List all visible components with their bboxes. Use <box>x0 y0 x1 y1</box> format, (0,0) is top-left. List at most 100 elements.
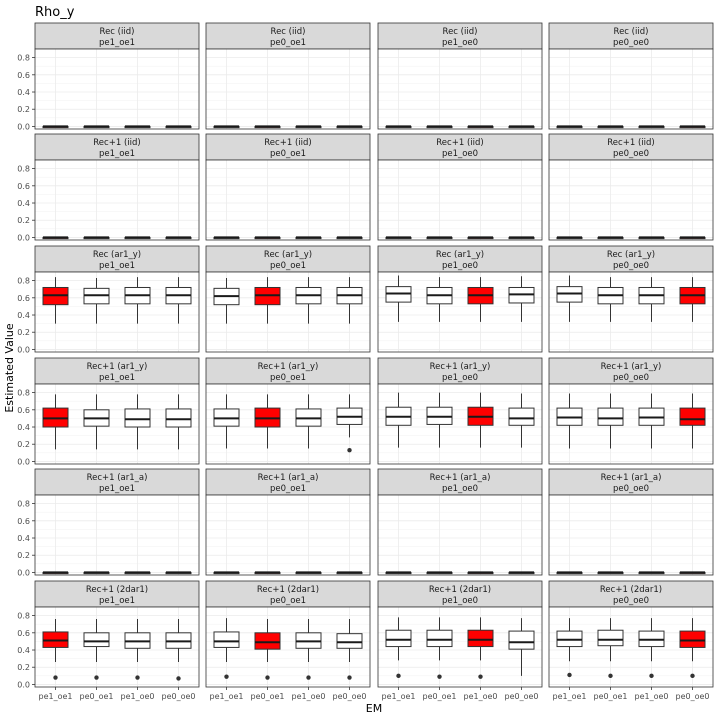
y-tick-label: 0.6 <box>17 71 30 80</box>
facet-strip <box>34 245 200 273</box>
boxplot-box <box>467 236 494 240</box>
boxplot-box <box>508 393 535 448</box>
y-tick-label: 0.0 <box>17 457 30 466</box>
panel-border <box>205 494 371 576</box>
boxplot-box <box>638 125 665 129</box>
boxplot-box <box>165 571 192 575</box>
facet-panel: Rec (iid)pe0_oe1 <box>205 22 371 130</box>
box-iqr <box>254 632 281 650</box>
outlier-point <box>567 672 572 678</box>
outlier-point <box>690 673 695 679</box>
y-tick-label: 0.2 <box>17 440 30 449</box>
y-tick-label: 0.8 <box>17 54 30 63</box>
facet-strip-label: Rec (iid) <box>100 27 135 37</box>
outlier-point <box>347 448 352 453</box>
boxplot-box <box>638 571 665 575</box>
boxplot-box <box>679 393 706 449</box>
facet-strip <box>34 22 200 50</box>
y-tick-label: 0.2 <box>17 551 30 560</box>
boxplot-box <box>426 571 453 575</box>
facet-strip <box>548 468 714 496</box>
facet-strip-label: Rec+1 (2dar1) <box>86 585 148 595</box>
facet-panel: Rec+1 (ar1_y)pe0_oe0 <box>548 357 714 465</box>
box-iqr <box>336 633 363 649</box>
panel-border <box>34 494 200 576</box>
boxplot-box <box>679 618 706 679</box>
panel-border <box>377 48 543 130</box>
panel-border <box>548 606 714 688</box>
box-iqr <box>467 629 494 648</box>
facet-strip-label: pe0_oe1 <box>270 373 306 383</box>
boxplot-box <box>385 275 412 322</box>
y-tick-label: 0.8 <box>17 500 30 509</box>
x-tick-label: pe1_oe0 <box>121 692 155 701</box>
x-tick-label: pe0_oe0 <box>676 692 710 701</box>
boxplot-box <box>597 125 624 129</box>
boxplot-box <box>213 125 240 129</box>
boxplot-box <box>336 236 363 240</box>
y-tick-label: 0.2 <box>17 105 30 114</box>
boxplot-box <box>254 619 281 680</box>
boxplot-box <box>213 571 240 575</box>
facet-strip-label: pe1_oe0 <box>442 484 478 494</box>
boxplot-box <box>83 236 110 240</box>
outlier-point <box>478 674 483 679</box>
y-tick-label: 0.4 <box>17 423 30 432</box>
facet-panel: Rec+1 (ar1_y)pe1_oe0 <box>377 357 543 465</box>
facet-strip-label: pe1_oe0 <box>442 261 478 271</box>
boxplot-box <box>213 236 240 240</box>
facet-strip-label: pe0_oe1 <box>270 261 306 271</box>
facet-strip-label: pe0_oe1 <box>270 149 306 159</box>
boxplot-box <box>385 236 412 240</box>
facet-panel: Rec+1 (ar1_a)pe0_oe1 <box>205 468 371 576</box>
boxplot-box <box>295 236 322 240</box>
y-tick-label: 0.0 <box>17 122 30 131</box>
facet-strip-label: pe0_oe0 <box>613 261 649 271</box>
box-iqr <box>597 407 624 426</box>
facet-strip-label: pe0_oe0 <box>613 38 649 48</box>
facet-panel: Rec+1 (iid)pe0_oe0 <box>548 133 714 241</box>
y-tick-label: 0.0 <box>17 233 30 242</box>
x-tick-label: pe1_oe1 <box>382 692 416 701</box>
boxplot-box <box>556 393 583 449</box>
panel-border <box>548 271 714 353</box>
facet-panel: Rec+1 (ar1_a)pe0_oe0 <box>548 468 714 576</box>
facet-panel: Rec+1 (iid)pe0_oe1 <box>205 133 371 241</box>
x-tick-label: pe1_oe0 <box>635 692 669 701</box>
facet-strip <box>205 357 371 385</box>
outlier-point <box>306 675 311 680</box>
y-tick-label: 0.0 <box>17 680 30 689</box>
x-tick-label: pe1_oe0 <box>292 692 326 701</box>
outlier-point <box>265 675 270 680</box>
facet-strip-label: pe1_oe0 <box>442 373 478 383</box>
boxplot-box <box>638 277 665 322</box>
facet-strip-label: pe0_oe0 <box>613 149 649 159</box>
facet-panel: Rec (iid)pe1_oe0 <box>377 22 543 130</box>
boxplot-box <box>42 619 69 680</box>
outlier-point <box>94 675 99 680</box>
boxplot-box <box>254 277 281 324</box>
boxplot-box <box>556 236 583 240</box>
box-iqr <box>508 407 535 426</box>
x-tick-label: pe1_oe0 <box>464 692 498 701</box>
boxplot-box <box>426 392 453 448</box>
x-tick-label: pe0_oe1 <box>80 692 114 701</box>
y-tick-label: 0.6 <box>17 294 30 303</box>
boxplot-box <box>426 236 453 240</box>
facet-strip-label: pe1_oe1 <box>99 261 135 271</box>
facet-strip <box>34 580 200 608</box>
boxplot-box <box>42 236 69 240</box>
boxplot-box <box>508 236 535 240</box>
facet-strip-label: Rec (iid) <box>271 27 306 37</box>
facet-strip <box>548 580 714 608</box>
boxplot-box <box>254 125 281 129</box>
box-iqr <box>165 408 192 428</box>
facet-grid: Rec (iid) pe1_oe1 0.0 0.2 0.4 0.6 0.8 Rec (iid)… <box>17 22 714 701</box>
boxplot-box <box>254 571 281 575</box>
x-tick-label: pe1_oe1 <box>210 692 244 701</box>
boxplot-box <box>336 394 363 453</box>
boxplot-box <box>295 619 322 680</box>
boxplot-box <box>556 571 583 575</box>
panel-border <box>377 271 543 353</box>
